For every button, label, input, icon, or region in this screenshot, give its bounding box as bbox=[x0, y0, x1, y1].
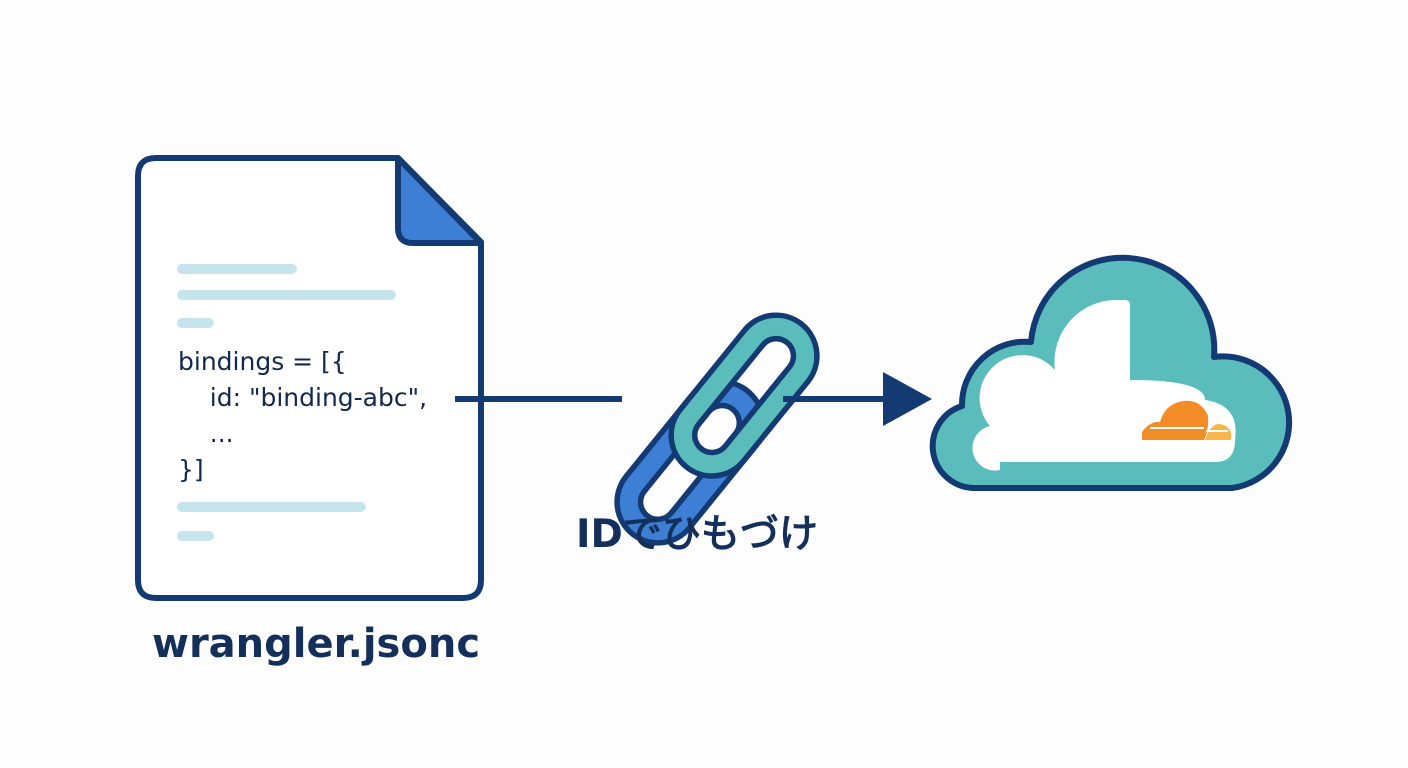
code-line: ... bbox=[178, 419, 234, 448]
code-line: bindings = [{ bbox=[178, 347, 347, 376]
code-line: }] bbox=[178, 455, 204, 484]
code-line: id: "binding-abc", bbox=[178, 383, 428, 412]
chain-link-icon bbox=[614, 312, 820, 546]
link-label: IDでひもづけ bbox=[576, 512, 818, 557]
cloud-icon bbox=[929, 254, 1293, 491]
document-fold bbox=[395, 155, 484, 246]
document-placeholder-lines bbox=[177, 264, 396, 541]
cloudflare-logo-icon bbox=[1142, 400, 1232, 440]
document-icon bbox=[135, 155, 484, 601]
file-name-label: wrangler.jsonc bbox=[152, 621, 481, 667]
arrow-right-icon bbox=[783, 372, 932, 426]
